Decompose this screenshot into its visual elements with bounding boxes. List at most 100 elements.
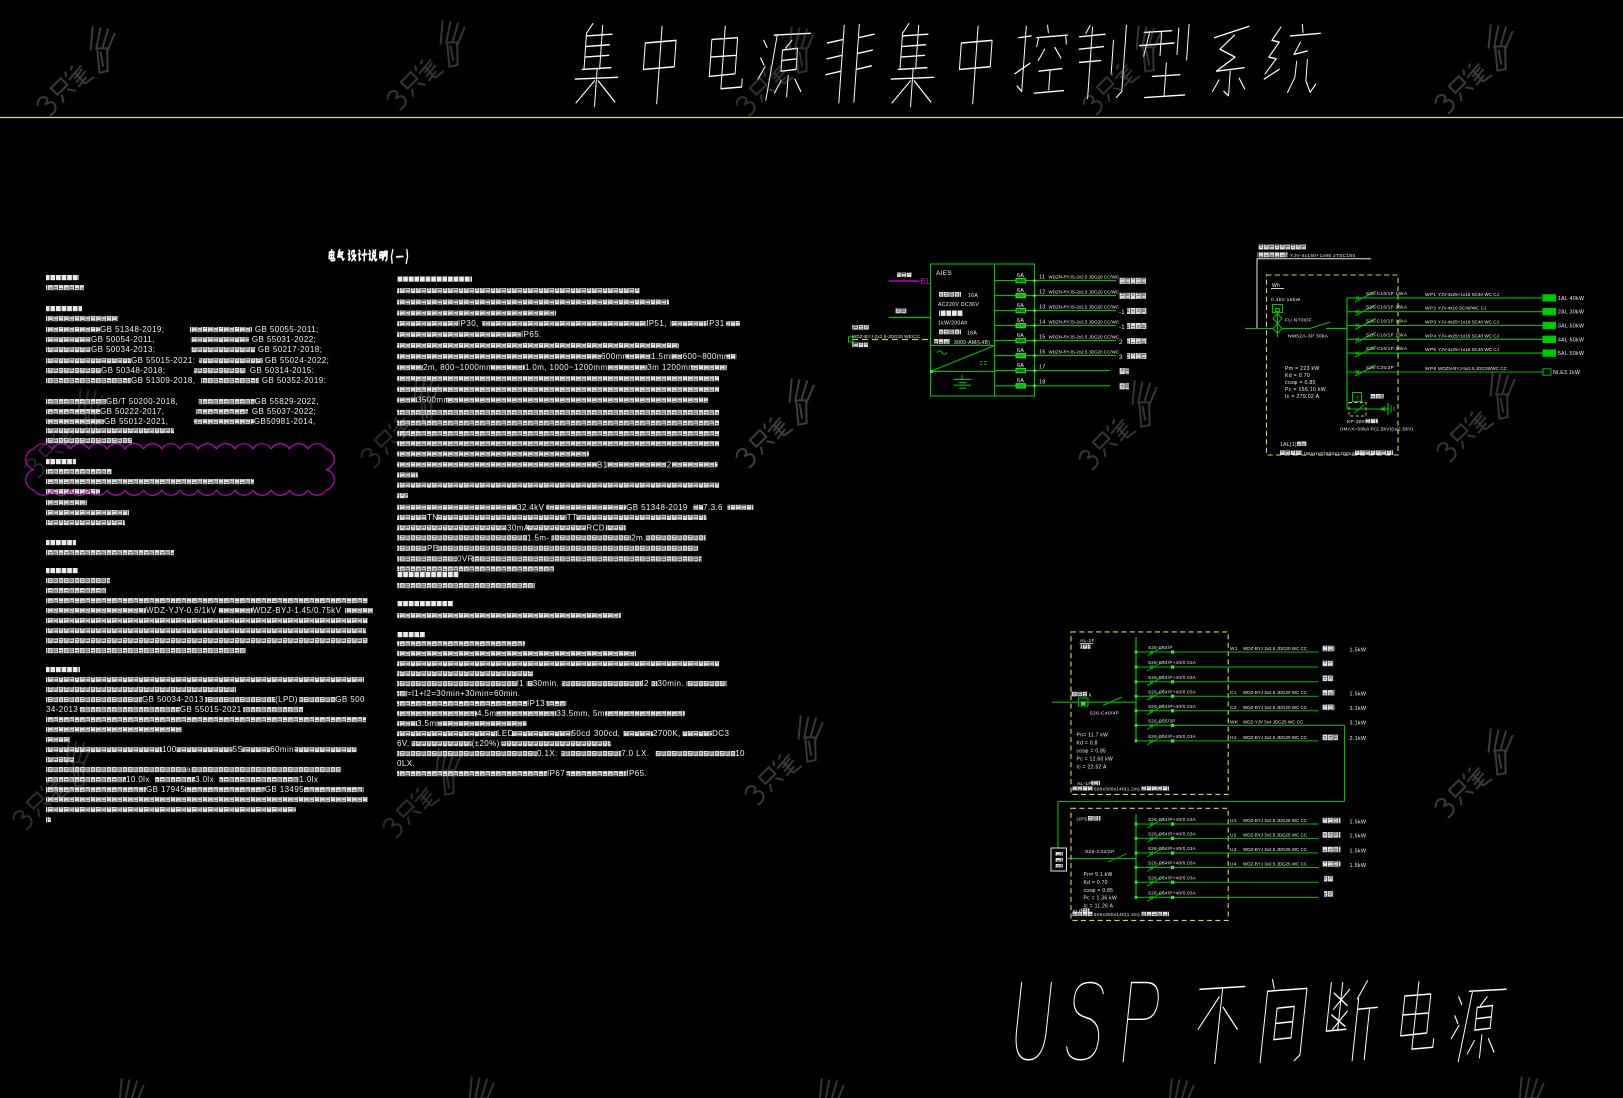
svg-text:PE: PE	[427, 544, 438, 553]
svg-text:IP51,: IP51,	[646, 319, 667, 328]
svg-text:Ic = 22.52 A: Ic = 22.52 A	[1077, 764, 1108, 770]
svg-text:C1: C1	[1230, 690, 1237, 696]
svg-text:4.5m: 4.5m	[477, 709, 496, 718]
svg-text:GB 50348-2018;: GB 50348-2018;	[101, 366, 165, 375]
svg-text:WDZ-YJY-0.6/1kV: WDZ-YJY-0.6/1kV	[146, 606, 217, 615]
svg-text:2AL 30kW: 2AL 30kW	[1558, 310, 1584, 316]
svg-text:S26-C16/1P 16kA: S26-C16/1P 16kA	[1366, 346, 1408, 351]
svg-text:H1: H1	[1230, 735, 1237, 741]
svg-text:4AL 50kW: 4AL 50kW	[1558, 337, 1584, 343]
svg-text:WDZ-BYJ 3x2.5 JDG25 WC CC: WDZ-BYJ 3x2.5 JDG25 WC CC	[1243, 847, 1308, 852]
svg-text:YJV-4x150+1x95 JTSC150: YJV-4x150+1x95 JTSC150	[1290, 253, 1355, 259]
svg-text:YJV-4x25+1x16 SC40 WC CJ: YJV-4x25+1x16 SC40 WC CJ	[1438, 347, 1499, 352]
svg-text:C2: C2	[1230, 705, 1237, 711]
svg-text:WDZ-BYJ 3x2.5 JDG20 WC CC: WDZ-BYJ 3x2.5 JDG20 WC CC	[1243, 690, 1308, 695]
svg-text:TN: TN	[427, 513, 438, 522]
svg-text:WDZ-BYJ-2x2.5-JDG20 WE/CC: WDZ-BYJ-2x2.5-JDG20 WE/CC	[852, 334, 921, 339]
svg-text:3AL 50kW: 3AL 50kW	[1558, 324, 1584, 330]
svg-text:6A: 6A	[1017, 288, 1024, 294]
svg-text:Pc = 12.60 kW: Pc = 12.60 kW	[1077, 756, 1114, 762]
svg-text:T: T	[1356, 396, 1360, 402]
svg-text:Pn= 9.1 kW: Pn= 9.1 kW	[1084, 872, 1113, 878]
svg-text:WDZ-BYJ 3x2.5 JDG20 WC CC: WDZ-BYJ 3x2.5 JDG20 WC CC	[1243, 705, 1308, 710]
svg-text:6A: 6A	[1017, 273, 1024, 279]
svg-text:IP65.: IP65.	[626, 769, 647, 778]
svg-text:cosφ = 0.85: cosφ = 0.85	[1285, 380, 1316, 386]
svg-text:16A: 16A	[967, 331, 977, 337]
svg-text:S26-C64/P+40/0.03A: S26-C64/P+40/0.03A	[1148, 817, 1196, 822]
svg-text:S26-C64/P+40/0.03A: S26-C64/P+40/0.03A	[1148, 675, 1196, 680]
svg-text:l1: l1	[517, 679, 524, 688]
svg-text:WDZ-BYJ 3x2.5 JDG25 WC CC: WDZ-BYJ 3x2.5 JDG25 WC CC	[1243, 832, 1308, 837]
svg-text:U1: U1	[1230, 818, 1237, 824]
svg-text:6A: 6A	[1017, 363, 1024, 369]
svg-text:6A: 6A	[1017, 378, 1024, 384]
svg-text:a: a	[186, 765, 191, 774]
svg-text:0.1X:: 0.1X:	[537, 749, 558, 758]
svg-text:GB 55024-2022;: GB 55024-2022;	[265, 356, 329, 365]
svg-text:3500mm: 3500mm	[417, 396, 451, 405]
svg-text:6V,: 6V,	[397, 739, 409, 748]
svg-text:Ic = 279.02 A: Ic = 279.02 A	[1285, 394, 1320, 400]
svg-text:S26-C64/P+40/0.03A: S26-C64/P+40/0.03A	[1148, 861, 1196, 866]
svg-text:S26-C16/1P 16kA: S26-C16/1P 16kA	[1366, 319, 1408, 324]
svg-text:WDZ-BYJ 3x2.5 JDG25 WC CC: WDZ-BYJ 3x2.5 JDG25 WC CC	[1243, 862, 1308, 867]
svg-text:1.5kW: 1.5kW	[1350, 848, 1367, 854]
svg-text:Pm = 223 kW: Pm = 223 kW	[1285, 366, 1320, 372]
svg-text:FU NT00/F: FU NT00/F	[1285, 318, 1312, 324]
svg-text:14: 14	[1039, 319, 1046, 325]
svg-text:YJV-4x25+1x16 SC40 WC CJ: YJV-4x25+1x16 SC40 WC CJ	[1438, 333, 1499, 338]
svg-text:GB 500: GB 500	[335, 695, 365, 704]
svg-text:12: 12	[1039, 289, 1046, 295]
svg-text:WDZ-BYJ 3x2.5 JDG20 WC CC: WDZ-BYJ 3x2.5 JDG20 WC CC	[1243, 646, 1308, 651]
svg-text:WP6: WP6	[1425, 366, 1436, 372]
svg-text:EL: EL	[921, 277, 932, 286]
svg-text:WDZN-BYJ-5x2.5 JDG25/WC CC: WDZN-BYJ-5x2.5 JDG25/WC CC	[1438, 366, 1508, 371]
svg-text:S26-C64/P+40/0.03A: S26-C64/P+40/0.03A	[1148, 660, 1196, 665]
svg-text:S26-C64/P+40/0.03A: S26-C64/P+40/0.03A	[1148, 689, 1196, 694]
svg-text:13: 13	[1039, 304, 1046, 310]
svg-text:1AL 40kW: 1AL 40kW	[1558, 296, 1584, 302]
svg-text:100: 100	[162, 745, 177, 754]
svg-text:18: 18	[1039, 380, 1046, 386]
svg-text:2: 2	[1119, 340, 1123, 346]
svg-text:l2: l2	[642, 679, 649, 688]
svg-text:WDZN-RYJS-2x2.5 JDG20 CC/WC: WDZN-RYJS-2x2.5 JDG20 CC/WC	[1049, 275, 1120, 280]
svg-text:cosφ = 0.85: cosφ = 0.85	[1084, 888, 1114, 894]
svg-text:LED: LED	[497, 729, 514, 738]
svg-text:IP30,: IP30,	[458, 319, 479, 328]
svg-text:6A: 6A	[1017, 333, 1024, 339]
svg-text:Kd = 0.70: Kd = 0.70	[1084, 880, 1108, 886]
svg-text:WDZN-RYJS-2x2.5 JDG20 CC/WC: WDZN-RYJS-2x2.5 JDG20 CC/WC	[1049, 335, 1120, 340]
svg-text:cosφ = 0.85: cosφ = 0.85	[1077, 749, 1107, 755]
svg-text:15: 15	[1039, 334, 1046, 340]
svg-text:k: k	[1089, 692, 1092, 698]
svg-text:50cd: 50cd	[572, 729, 591, 738]
svg-text:Pc = 156.10 kW: Pc = 156.10 kW	[1285, 387, 1326, 393]
svg-text:S26-C64/P+40/0.03A: S26-C64/P+40/0.03A	[1148, 832, 1196, 837]
svg-text:IP13: IP13	[527, 699, 545, 708]
svg-text:1.5kW: 1.5kW	[1350, 819, 1367, 825]
svg-text:GB50981-2014,: GB50981-2014,	[254, 417, 316, 426]
svg-text:AC220V DC36V: AC220V DC36V	[938, 302, 979, 308]
svg-text:Ic = 11.26 A: Ic = 11.26 A	[1084, 904, 1114, 910]
svg-text:GB 50352-2019:: GB 50352-2019:	[262, 376, 326, 385]
svg-text:GB/T 50200-2018,: GB/T 50200-2018,	[106, 397, 178, 406]
svg-text:AIES: AIES	[936, 270, 952, 277]
svg-text:16: 16	[1039, 349, 1046, 355]
svg-text:B1: B1	[597, 460, 608, 469]
svg-text:1AL(1): 1AL(1)	[1280, 442, 1297, 448]
svg-text:GB 17945: GB 17945	[146, 785, 185, 794]
svg-text:S26-C64/P+40/0.03A: S26-C64/P+40/0.03A	[1148, 846, 1196, 851]
svg-text:33.5mm, 5m: 33.5mm, 5m	[556, 709, 604, 718]
svg-text:WP4: WP4	[1425, 333, 1436, 339]
svg-text:1kW/200Ah: 1kW/200Ah	[938, 321, 968, 327]
svg-text:1.0m, 1000~1200mm: 1.0m, 1000~1200mm	[525, 363, 608, 372]
svg-text:10.0lx: 10.0lx	[126, 775, 150, 784]
svg-text:GB 51348-2019;: GB 51348-2019;	[100, 325, 164, 334]
svg-text:(LPD): (LPD)	[275, 695, 298, 704]
svg-text:W1: W1	[1230, 646, 1238, 652]
svg-text:300cd,: 300cd,	[594, 729, 620, 738]
svg-text:GB 50054-2011,: GB 50054-2011,	[91, 335, 155, 344]
svg-text:S26-C16/1P 16kA: S26-C16/1P 16kA	[1366, 332, 1408, 337]
